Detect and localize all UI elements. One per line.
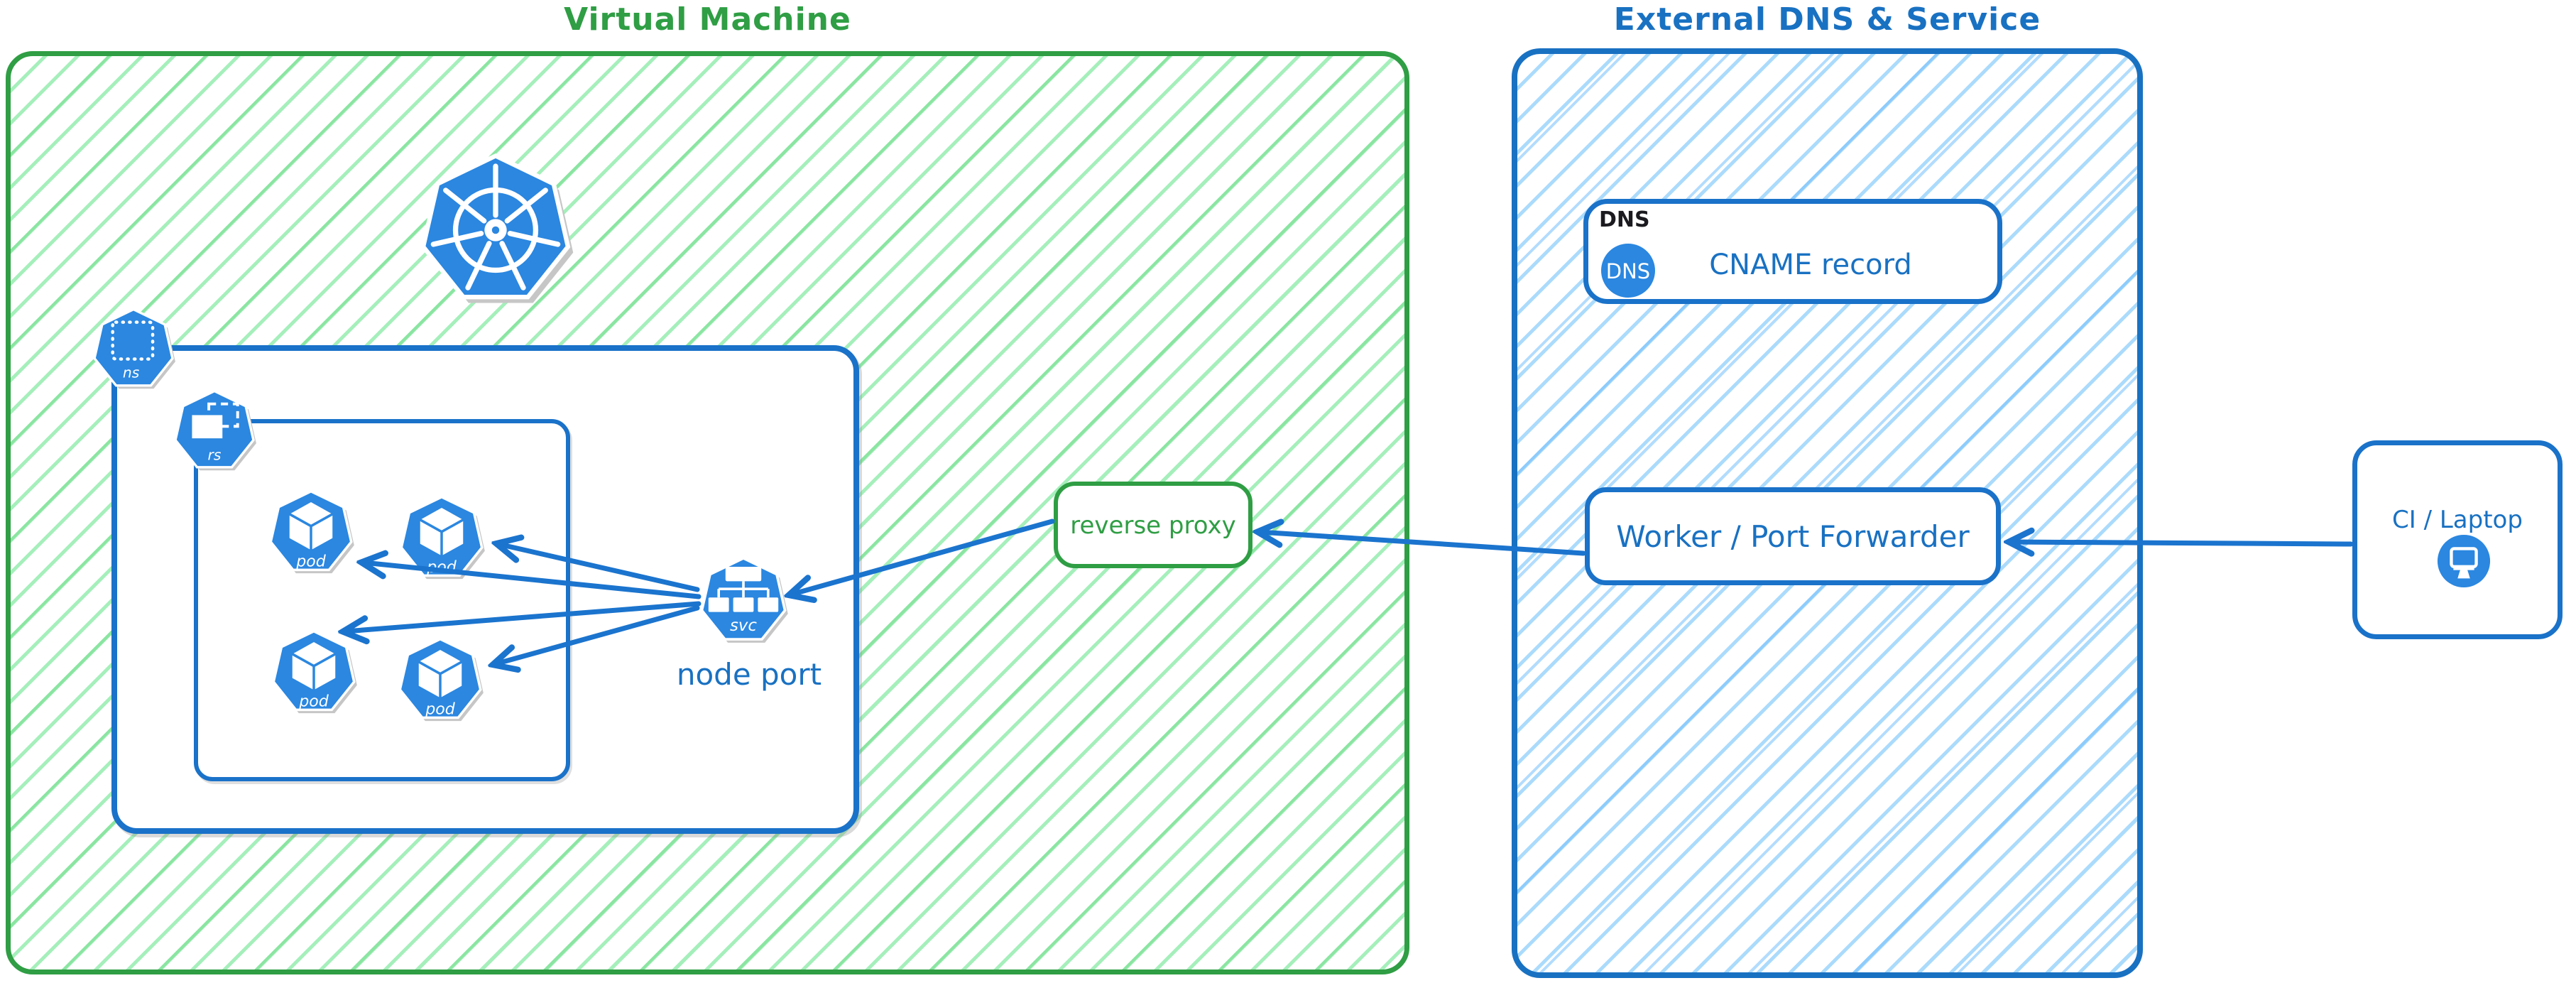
worker-port-forwarder-box: Worker / Port Forwarder — [1585, 487, 2001, 585]
replicaset-icon-label: rs — [208, 447, 222, 464]
pod-icon: pod — [400, 495, 485, 580]
service-icon: svc — [700, 557, 788, 643]
monitor-icon — [2437, 534, 2491, 588]
pod-icon-label: pod — [425, 700, 456, 719]
external-group-title: External DNS & Service — [1613, 1, 2041, 38]
dns-icon-label: DNS — [1606, 259, 1650, 283]
pod-icon: pod — [269, 489, 354, 574]
dns-tag: DNS — [1599, 207, 1650, 232]
ci-laptop-box — [2352, 440, 2563, 639]
wheel-spokes — [430, 163, 561, 290]
pod-icon-label: pod — [295, 553, 327, 571]
replicaset-box — [194, 419, 570, 781]
reverse-proxy-label: reverse proxy — [1070, 511, 1236, 540]
dns-card — [1583, 199, 2002, 304]
vm-group-title: Virtual Machine — [564, 1, 851, 38]
pod-icon: pod — [272, 629, 357, 714]
ci-laptop-label: CI / Laptop — [2392, 506, 2523, 534]
replicaset-icon: rs — [174, 389, 256, 471]
service-icon-label: svc — [730, 617, 757, 635]
worker-port-forwarder-label: Worker / Port Forwarder — [1616, 519, 1970, 554]
kubernetes-icon — [420, 153, 574, 303]
cname-record-label: CNAME record — [1709, 249, 1912, 281]
pod-icon-label: pod — [426, 558, 457, 577]
reverse-proxy-box: reverse proxy — [1054, 482, 1252, 568]
namespace-icon-label: ns — [123, 364, 140, 381]
pod-icon: pod — [398, 637, 484, 722]
node-port-label: node port — [676, 657, 822, 692]
namespace-icon: ns — [93, 308, 175, 389]
dns-icon: DNS — [1601, 244, 1655, 298]
pod-icon-label: pod — [298, 693, 329, 711]
